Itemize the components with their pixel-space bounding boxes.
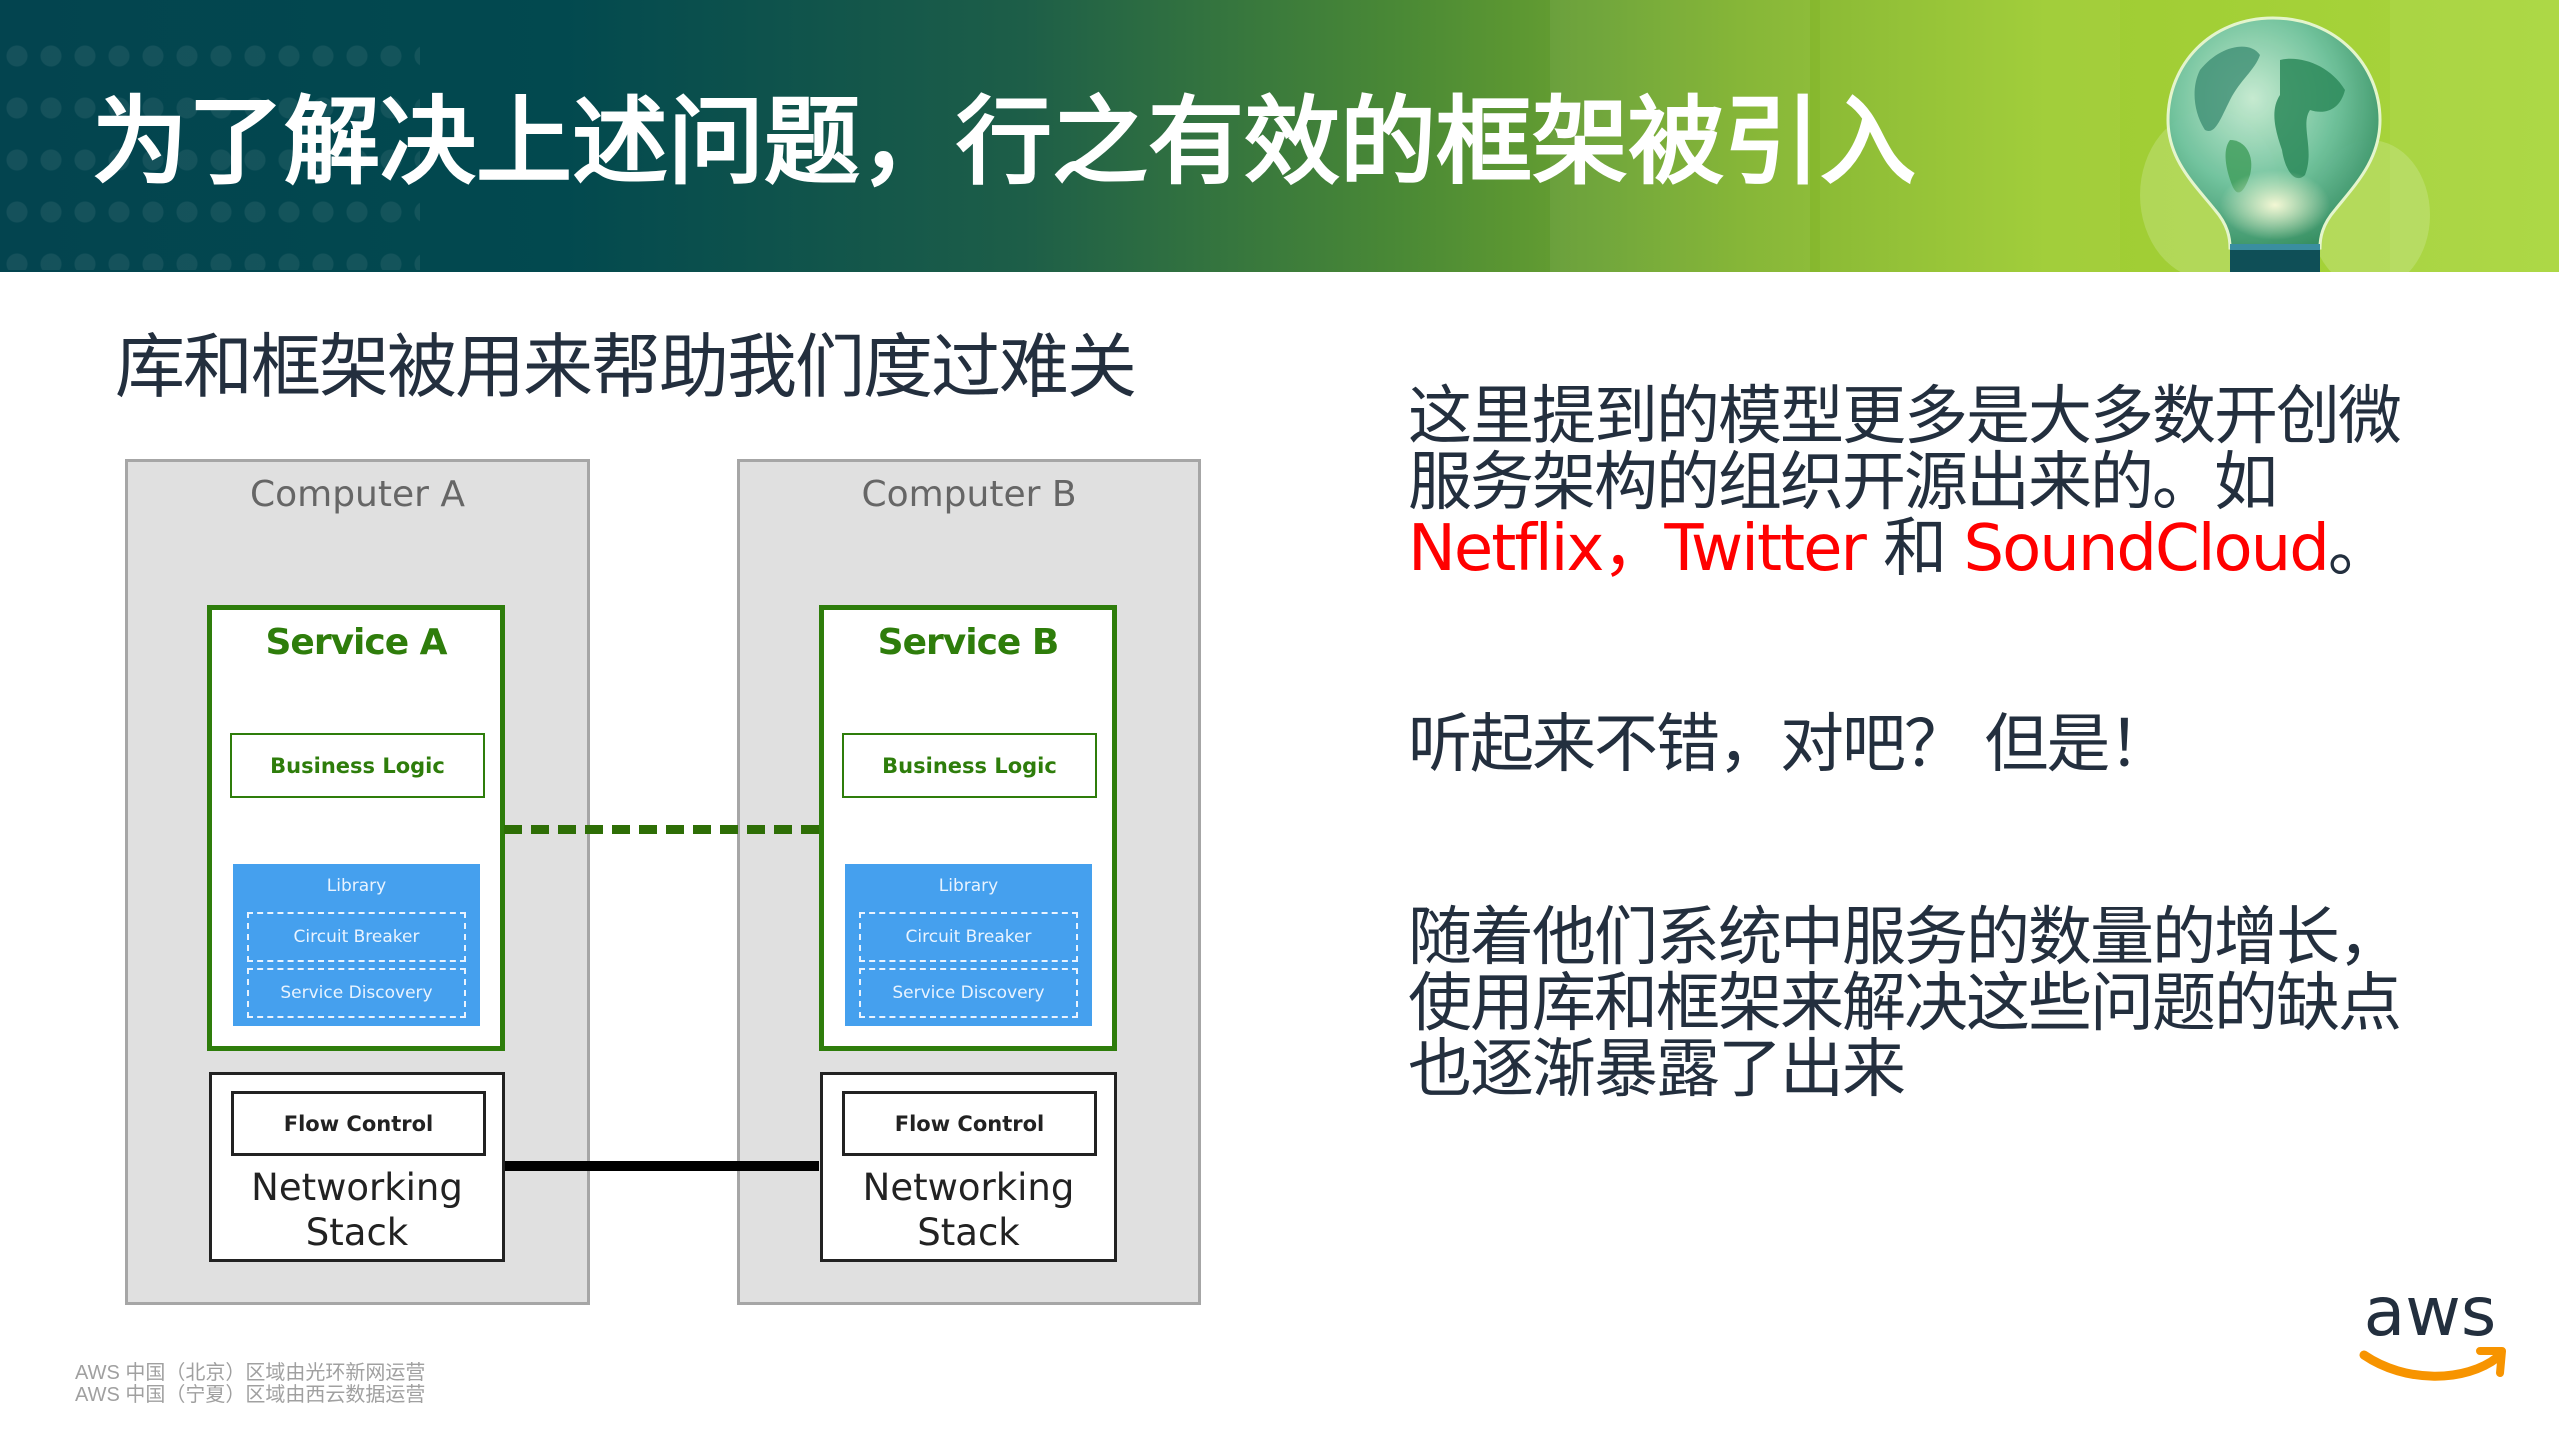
footer-line-ningxia: AWS 中国（宁夏）区域由西云数据运营 xyxy=(75,1384,426,1406)
networking-label-line1: Networking xyxy=(251,1166,463,1209)
networking-stack-a-box: Flow Control Networking Stack xyxy=(209,1072,505,1262)
networking-stack-b-box: Flow Control Networking Stack xyxy=(820,1072,1117,1262)
slide-title: 为了解决上述问题，行之有效的框架被引入 xyxy=(92,86,1916,198)
library-box: Library Circuit Breaker Service Discover… xyxy=(845,864,1092,1026)
para3-line2: 使用库和框架来解决这些问题的缺点 xyxy=(1408,967,2402,1041)
section-subtitle: 库和框架被用来帮助我们度过难关 xyxy=(115,326,1137,408)
service-discovery-box: Service Discovery xyxy=(247,968,466,1018)
flow-control-box: Flow Control xyxy=(842,1091,1097,1156)
circuit-breaker-box: Circuit Breaker xyxy=(247,912,466,962)
decorative-panel xyxy=(2390,0,2559,272)
company-soundcloud: SoundCloud xyxy=(1963,512,2330,586)
decorative-dot-pattern xyxy=(0,30,420,270)
service-label: Service A xyxy=(265,622,447,663)
networking-label-line2: Stack xyxy=(917,1211,1020,1254)
service-label: Service B xyxy=(877,622,1060,663)
aws-logo-icon: aws xyxy=(2330,1273,2530,1395)
decorative-panel xyxy=(1550,0,1810,272)
service-connection-dashed-line xyxy=(504,825,819,834)
networking-stack-label: Networking Stack xyxy=(212,1165,502,1255)
paragraph-1: 这里提到的模型更多是大多数开创微 服务架构的组织开源出来的。如 Netflix，… xyxy=(1408,384,2402,582)
footer-disclaimer: AWS 中国（北京）区域由光环新网运营 AWS 中国（宁夏）区域由西云数据运营 xyxy=(75,1362,425,1406)
library-label: Library xyxy=(938,876,999,896)
para3-line3: 也逐渐暴露了出来 xyxy=(1408,1033,1906,1107)
computer-label: Computer B xyxy=(861,474,1077,515)
aws-logo-text: aws xyxy=(2364,1275,2497,1352)
library-label: Library xyxy=(326,876,387,896)
network-connection-solid-line xyxy=(505,1161,819,1171)
company-twitter: Twitter xyxy=(1664,512,1866,586)
para3-line1: 随着他们系统中服务的数量的增长， xyxy=(1408,901,2402,975)
library-box: Library Circuit Breaker Service Discover… xyxy=(233,864,480,1026)
paragraph-3: 随着他们系统中服务的数量的增长， 使用库和框架来解决这些问题的缺点 也逐渐暴露了… xyxy=(1408,905,2402,1103)
footer-line-beijing: AWS 中国（北京）区域由光环新网运营 xyxy=(75,1362,426,1384)
computer-label: Computer A xyxy=(249,474,466,515)
networking-stack-label: Networking Stack xyxy=(823,1165,1114,1255)
globe-lightbulb-icon xyxy=(2140,10,2430,272)
para1-line1: 这里提到的模型更多是大多数开创微 xyxy=(1408,380,2402,454)
service-discovery-box: Service Discovery xyxy=(859,968,1078,1018)
company-netflix: Netflix， xyxy=(1408,512,1666,586)
networking-label-line1: Networking xyxy=(862,1166,1075,1209)
conjunction-text: 和 xyxy=(1864,512,1964,586)
business-logic-box: Business Logic xyxy=(230,733,485,798)
circuit-breaker-box: Circuit Breaker xyxy=(859,912,1078,962)
para1-line2: 服务架构的组织开源出来的。如 xyxy=(1408,446,2278,520)
decorative-panel xyxy=(1820,0,2120,272)
networking-label-line2: Stack xyxy=(305,1211,409,1254)
paragraph-2: 听起来不错，对吧？ 但是！ xyxy=(1408,708,2172,782)
period-text: 。 xyxy=(2327,512,2392,586)
header-banner: 为了解决上述问题，行之有效的框架被引入 xyxy=(0,0,2559,272)
business-logic-box: Business Logic xyxy=(842,733,1097,798)
flow-control-box: Flow Control xyxy=(231,1091,486,1156)
